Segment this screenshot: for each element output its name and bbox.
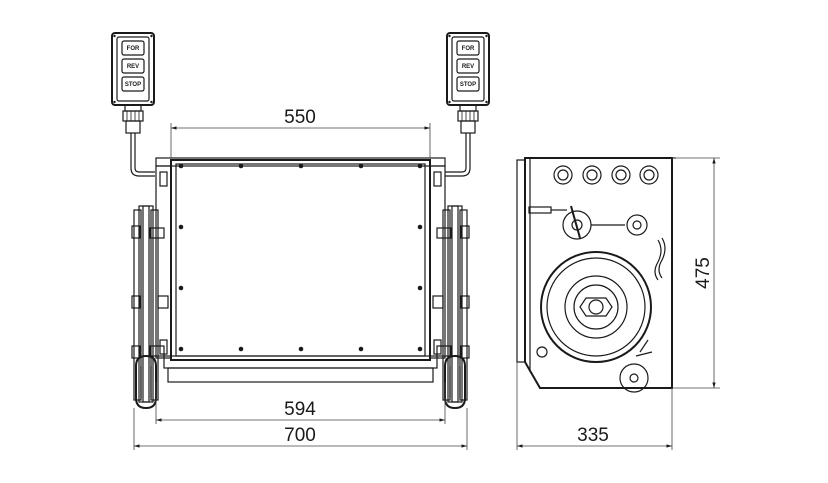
- dimension-594: 594: [155, 382, 446, 424]
- front-view: FOR REV STOP FOR REV STOP: [111, 32, 490, 450]
- right-rev-button-label: REV: [462, 64, 474, 70]
- housing-bolts: [178, 163, 423, 352]
- hoist-drum: [540, 251, 652, 363]
- right-for-button-label: FOR: [462, 46, 475, 52]
- dimension-475: 475: [672, 157, 720, 389]
- brake-lever-assembly: [528, 205, 666, 281]
- left-stop-button-label: STOP: [125, 82, 141, 88]
- left-trolley: [131, 165, 172, 410]
- right-trolley: [429, 165, 470, 410]
- dim-475-label: 475: [693, 257, 714, 289]
- side-view: 335 475: [516, 157, 720, 450]
- dimension-335: 335: [516, 362, 673, 450]
- dim-700-label: 700: [284, 425, 316, 446]
- dimension-700: 700: [133, 408, 468, 450]
- guide-roller: [536, 339, 653, 393]
- dim-594-label: 594: [284, 399, 316, 420]
- left-pendant-control: FOR REV STOP: [111, 32, 155, 177]
- dim-550-label: 550: [284, 107, 316, 128]
- left-rev-button-label: REV: [127, 64, 139, 70]
- dimension-550: 550: [170, 107, 431, 158]
- left-for-button-label: FOR: [127, 46, 140, 52]
- right-pendant-control: FOR REV STOP: [445, 32, 490, 177]
- main-housing: [155, 157, 446, 383]
- right-stop-button-label: STOP: [460, 82, 476, 88]
- cable-glands: [553, 165, 659, 185]
- dim-335-label: 335: [577, 425, 609, 446]
